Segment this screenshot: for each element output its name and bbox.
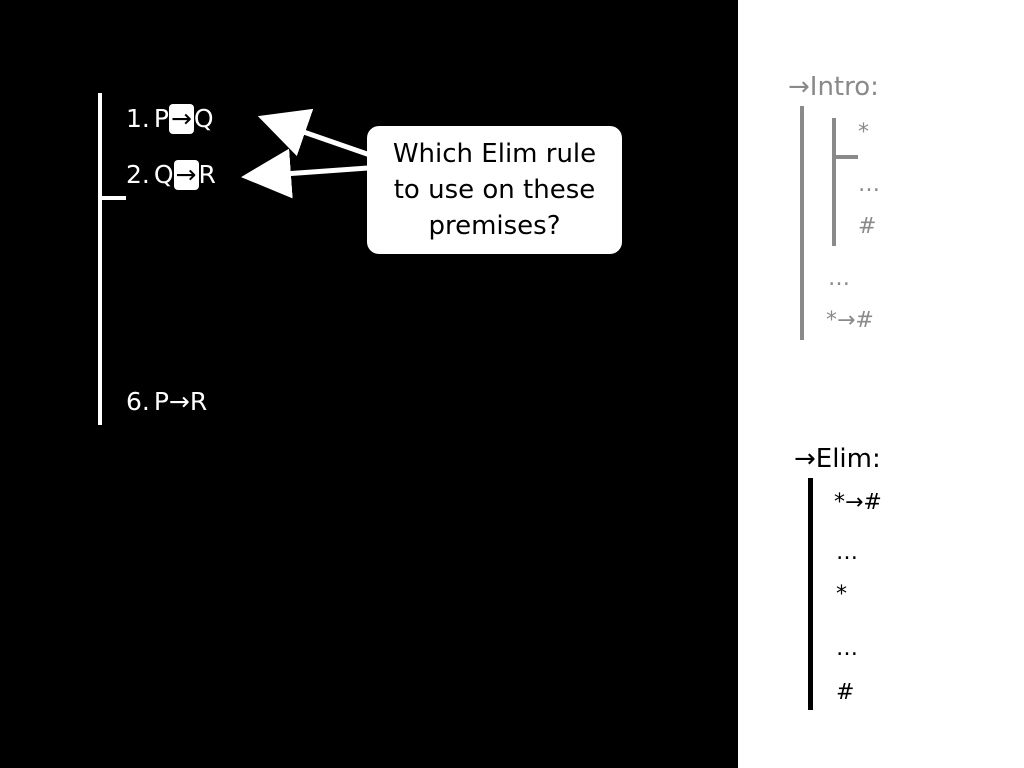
line-number: 6. — [126, 387, 150, 416]
elim-dots-2: … — [836, 636, 858, 661]
premise-separator — [98, 196, 126, 200]
proof-scope-bar — [98, 93, 102, 425]
line-number: 1. — [126, 104, 150, 133]
formula: P→Q — [154, 104, 214, 134]
intro-outer-scope-bar — [800, 106, 804, 340]
formula-right: Q — [193, 104, 214, 133]
formula-right: R — [198, 160, 216, 189]
callout-text-line-2: to use on these — [393, 175, 596, 205]
callout-text-line-1: Which Elim rule — [392, 139, 597, 169]
formula-left: Q — [153, 160, 174, 189]
proof-line-1: 1.P→Q — [126, 104, 214, 134]
intro-assumption: * — [858, 120, 869, 145]
line-number: 2. — [126, 160, 150, 189]
elim-scope-bar — [808, 478, 813, 710]
elim-rule-title: →Elim: — [794, 444, 881, 474]
intro-assumption-separator — [832, 155, 858, 159]
intro-inner-conclusion: # — [858, 214, 877, 239]
arrow-to-line-1 — [257, 108, 371, 158]
intro-result: *→# — [826, 308, 874, 333]
main-connective-highlight: → — [173, 160, 199, 190]
proof-line-6: 6.P→R — [126, 387, 207, 417]
question-callout: Which Elim rule to use on these premises… — [367, 126, 622, 254]
callout-text-line-3: premises? — [428, 211, 561, 241]
elim-dots-1: … — [836, 540, 858, 565]
intro-inner-dots: … — [858, 172, 880, 197]
elim-result: # — [836, 680, 855, 705]
arrow-to-line-2 — [241, 148, 369, 199]
intro-outer-dots: … — [828, 266, 850, 291]
callout-arrows — [241, 108, 371, 199]
formula: P→R — [153, 387, 208, 416]
intro-inner-scope-bar — [832, 118, 836, 246]
formula: Q→R — [154, 160, 216, 190]
elim-conditional: *→# — [834, 490, 882, 515]
proof-line-2: 2.Q→R — [126, 160, 216, 190]
intro-rule-title: →Intro: — [788, 72, 879, 102]
elim-antecedent: * — [836, 582, 847, 607]
formula-left: P — [153, 104, 169, 133]
main-connective-highlight: → — [168, 104, 194, 134]
rules-panel — [738, 0, 1024, 768]
